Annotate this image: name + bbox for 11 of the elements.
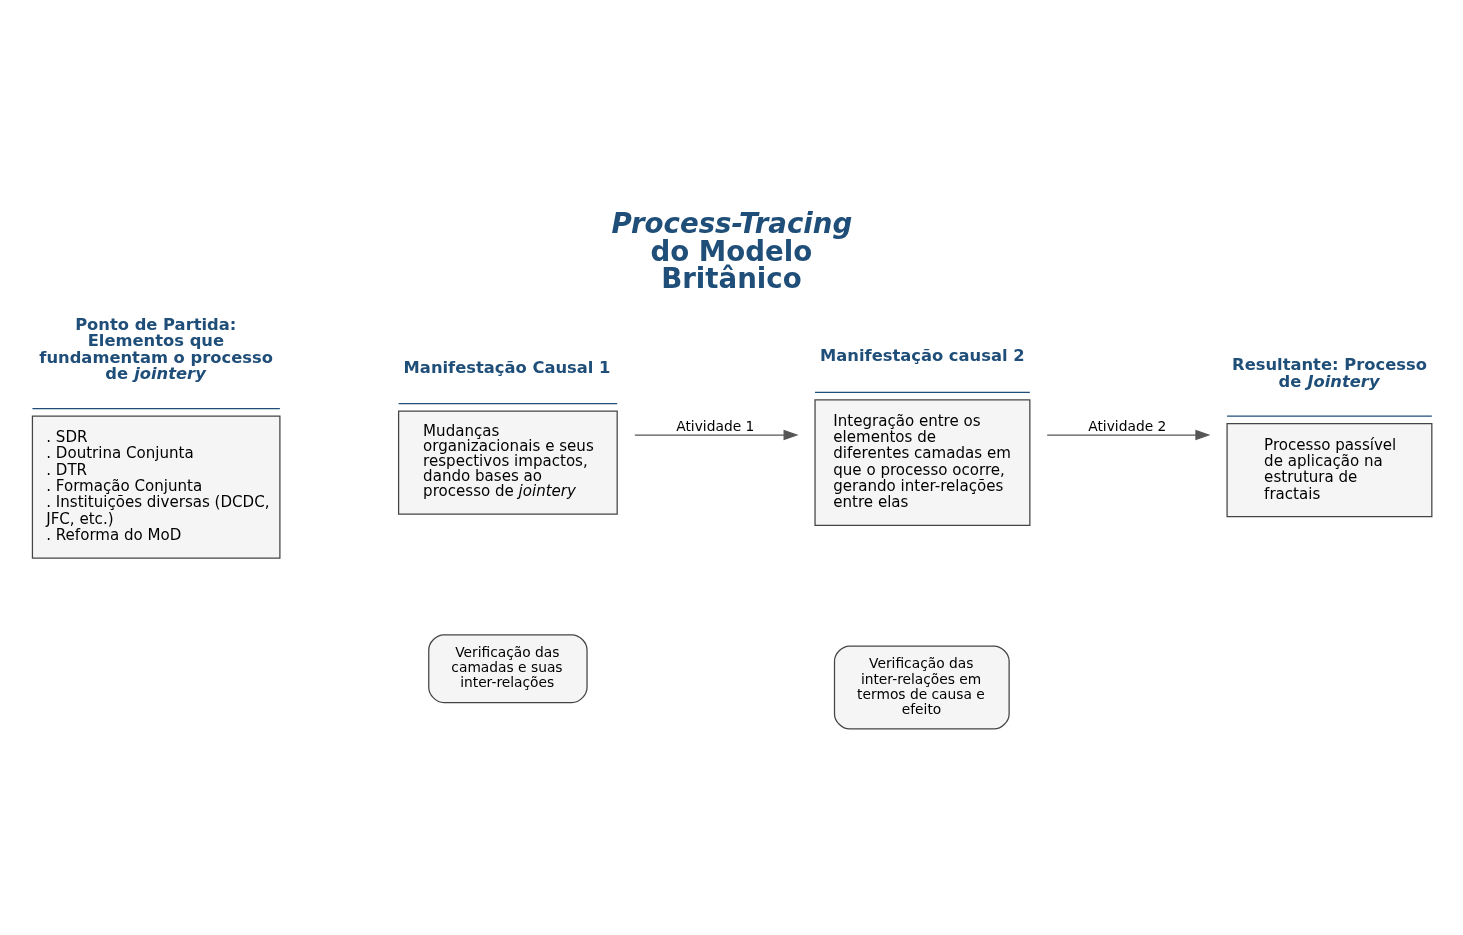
- node-label: Resultante: Processo de Jointery: [1232, 354, 1427, 391]
- diagram-title: Process-Tracing do Modelo Britânico: [611, 206, 853, 295]
- arrow: [1046, 429, 1211, 440]
- node-label: Manifestação causal 2: [820, 345, 1025, 365]
- node-box: Verificação das camadas e suas inter-relações: [428, 633, 588, 703]
- node-label: Ponto de Partida: Elementos que fundamentam o processo de jointery: [39, 314, 273, 383]
- arrow: [634, 429, 799, 440]
- edge-label: Atividade 2: [1088, 417, 1167, 434]
- node-label: Manifestação Causal 1: [403, 357, 611, 377]
- edge-label: Atividade 1: [676, 417, 755, 434]
- node-box: Verificação das inter-relações em termos de causa e efeito: [833, 644, 1010, 730]
